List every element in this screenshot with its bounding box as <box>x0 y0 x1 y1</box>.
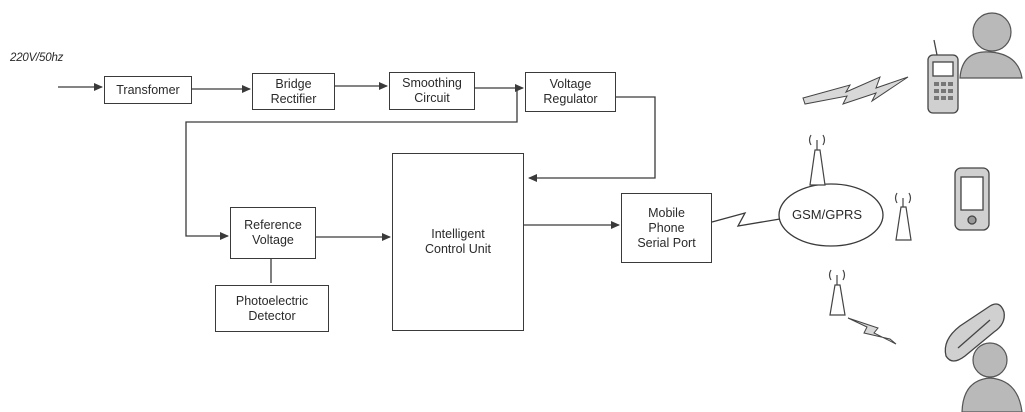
input-voltage-label: 220V/50hz <box>10 52 64 64</box>
flip-phone-icon <box>944 303 1005 362</box>
voltage-regulator-block: Voltage Regulator <box>525 72 616 112</box>
bridge-rectifier-label: Bridge Rectifier <box>270 76 317 106</box>
gsm-gprs-ellipse <box>778 183 884 247</box>
bridge-rectifier-block: Bridge Rectifier <box>252 73 335 110</box>
mobile-phone-icon <box>927 39 959 114</box>
antenna-icon <box>828 269 846 316</box>
mobile-phone-serial-port-block: Mobile Phone Serial Port <box>621 193 712 263</box>
mobile-phone-serial-port-label: Mobile Phone Serial Port <box>637 205 696 250</box>
photoelectric-detector-label: Photoelectric Detector <box>235 293 309 323</box>
antenna-icon <box>894 192 912 241</box>
intelligent-control-unit-label: Intelligent Control Unit <box>425 227 491 256</box>
person-icon <box>961 342 1023 412</box>
gsm-gprs-label: GSM/GPRS <box>792 207 863 222</box>
transformer-block: Transfomer <box>104 76 192 104</box>
lightning-bolt-icon <box>847 317 897 345</box>
lightning-bolt-icon <box>802 76 909 105</box>
voltage-regulator-label: Voltage Regulator <box>543 77 598 106</box>
person-icon <box>959 12 1023 79</box>
intelligent-control-unit-block: Intelligent Control Unit <box>392 153 524 331</box>
reference-voltage-label: Reference Voltage <box>244 218 302 247</box>
antenna-group <box>808 134 912 316</box>
transformer-label: Transfomer <box>116 82 180 97</box>
photoelectric-detector-block: Photoelectric Detector <box>215 285 329 332</box>
arrow-regulator-control <box>528 96 656 182</box>
pda-icon <box>954 167 990 231</box>
lightning-bolt-icon <box>711 211 781 227</box>
antenna-icon <box>808 134 826 186</box>
reference-voltage-block: Reference Voltage <box>230 207 316 259</box>
smoothing-circuit-block: Smoothing Circuit <box>389 72 475 110</box>
arrow-regulator-reference <box>185 88 518 240</box>
smoothing-circuit-label: Smoothing Circuit <box>402 76 462 105</box>
